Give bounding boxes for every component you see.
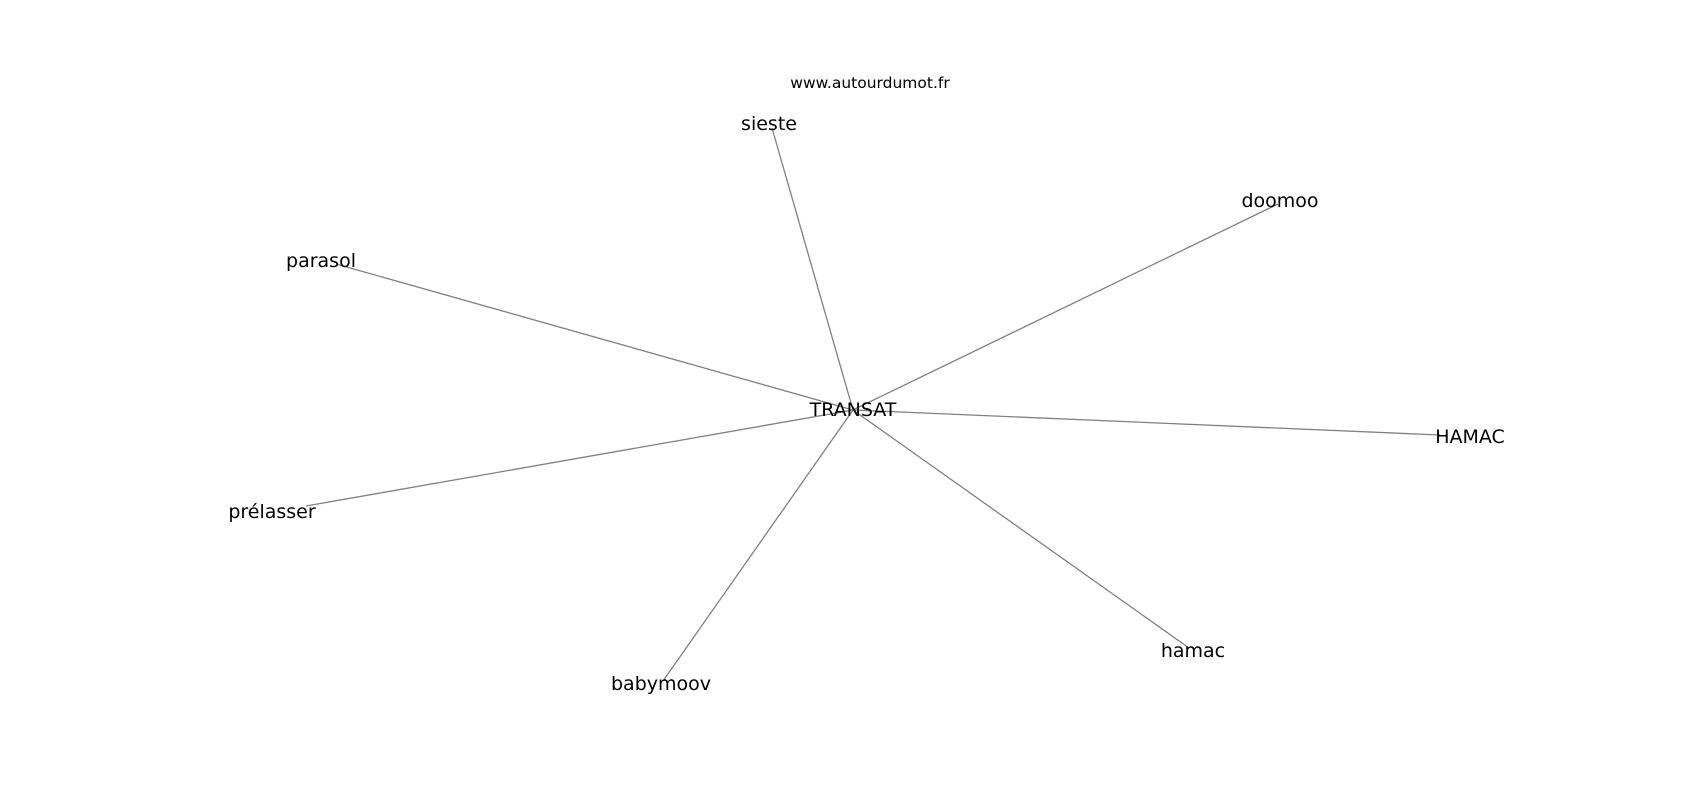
node-label-hamac[interactable]: hamac (1161, 640, 1225, 662)
site-watermark: www.autourdumot.fr (790, 74, 950, 92)
node-label-prelasser[interactable]: prélasser (228, 501, 316, 523)
node-label-transat[interactable]: TRANSAT (809, 399, 897, 421)
node-label-doomoo[interactable]: doomoo (1241, 190, 1318, 212)
edge-transat-parasol (335, 263, 854, 411)
node-label-hamac-upper[interactable]: HAMAC (1435, 426, 1505, 448)
node-label-babymoov[interactable]: babymoov (611, 673, 711, 695)
graph-edges (305, 127, 1441, 682)
edge-transat-hamac-upper (852, 409, 1441, 436)
node-label-sieste[interactable]: sieste (741, 113, 797, 135)
edge-transat-babymoov (662, 409, 854, 682)
edge-transat-hamac (852, 409, 1190, 649)
edge-transat-sieste (771, 127, 854, 411)
node-label-parasol[interactable]: parasol (286, 250, 356, 272)
edge-transat-doomoo (852, 203, 1279, 411)
edge-transat-prelasser (305, 409, 854, 507)
